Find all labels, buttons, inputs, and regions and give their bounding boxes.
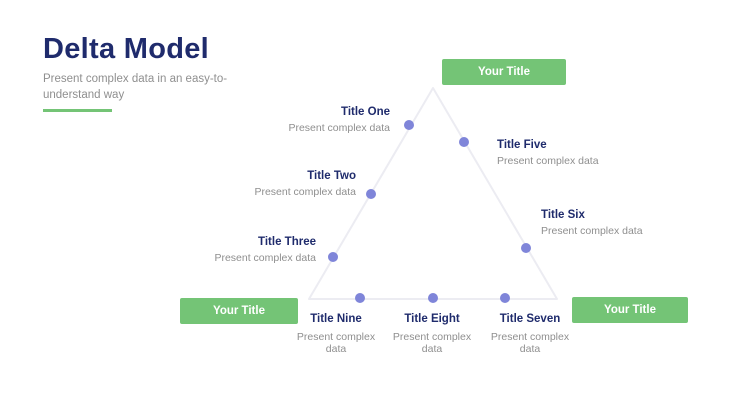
your-title-box-bottom-left[interactable]: Your Title: [180, 298, 298, 324]
node-dot-eight: [428, 293, 438, 303]
node-dot-three: [328, 252, 338, 262]
your-title-label: Your Title: [478, 66, 530, 78]
item-six-desc: Present complex data: [541, 225, 643, 237]
your-title-box-top[interactable]: Your Title: [442, 59, 566, 85]
item-seven-title: Title Seven: [499, 313, 561, 325]
item-five-desc: Present complex data: [497, 155, 599, 167]
item-eight-title: Title Eight: [404, 313, 460, 325]
node-dot-one: [404, 120, 414, 130]
item-two-title: Title Two: [307, 170, 356, 182]
node-dot-nine: [355, 293, 365, 303]
item-two: Title Two Present complex data: [196, 170, 356, 198]
item-five: Title Five Present complex data: [497, 139, 657, 167]
item-three: Title Three Present complex data: [156, 236, 316, 264]
item-nine-desc: Present complex data: [296, 331, 376, 355]
item-eight-desc: Present complex data: [392, 331, 472, 355]
page-title: Delta Model: [43, 33, 210, 65]
node-dot-five: [459, 137, 469, 147]
item-six: Title Six Present complex data: [541, 209, 701, 237]
item-three-title: Title Three: [258, 236, 316, 248]
your-title-label: Your Title: [213, 305, 265, 317]
node-dot-seven: [500, 293, 510, 303]
item-seven: Title Seven Present complex data: [490, 313, 570, 355]
item-one-title: Title One: [341, 106, 390, 118]
item-eight: Title Eight Present complex data: [392, 313, 472, 355]
node-dot-six: [521, 243, 531, 253]
item-seven-desc: Present complex data: [490, 331, 570, 355]
item-three-desc: Present complex data: [214, 252, 316, 264]
item-two-desc: Present complex data: [254, 186, 356, 198]
item-six-title: Title Six: [541, 209, 585, 221]
your-title-label: Your Title: [604, 304, 656, 316]
accent-divider: [43, 109, 112, 112]
item-one: Title One Present complex data: [230, 106, 390, 134]
node-dot-two: [366, 189, 376, 199]
your-title-box-bottom-right[interactable]: Your Title: [572, 297, 688, 323]
item-one-desc: Present complex data: [288, 122, 390, 134]
item-nine: Title Nine Present complex data: [296, 313, 376, 355]
page-subtitle: Present complex data in an easy-to-under…: [43, 73, 228, 101]
item-nine-title: Title Nine: [310, 313, 362, 325]
item-five-title: Title Five: [497, 139, 547, 151]
